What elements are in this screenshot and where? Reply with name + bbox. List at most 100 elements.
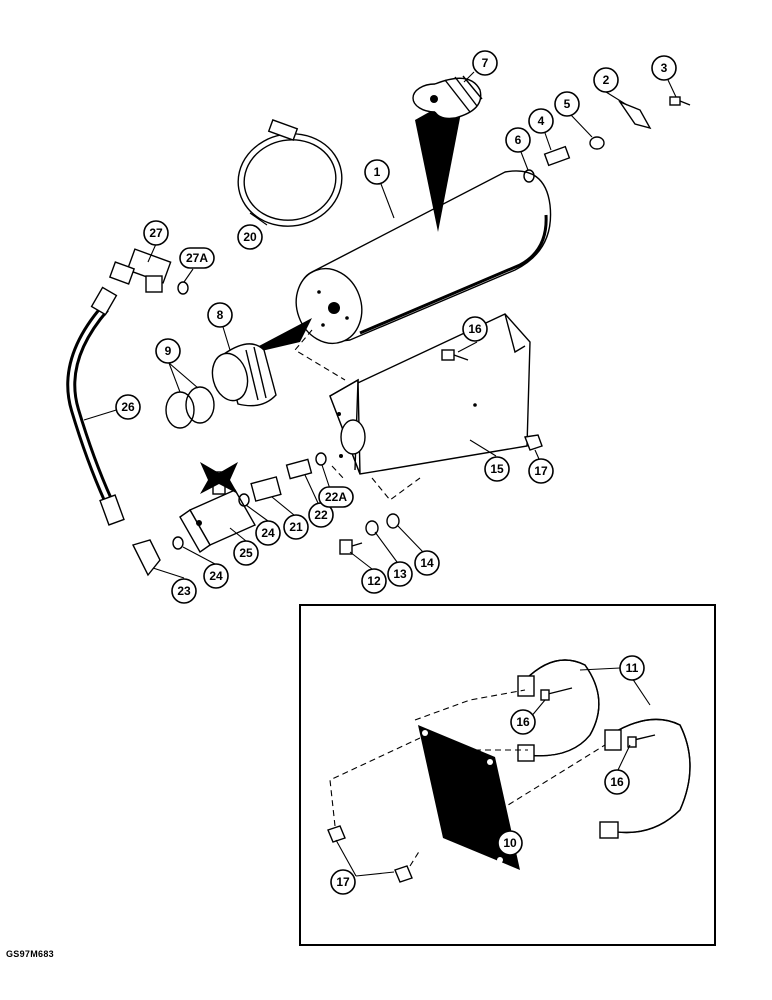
strap-clamp-lower <box>599 718 691 839</box>
callout-13: 13 <box>387 561 413 587</box>
washer-14 <box>386 513 400 529</box>
hose-clamp <box>237 119 343 227</box>
svg-text:9: 9 <box>165 344 172 358</box>
washer-24-upper <box>238 493 250 507</box>
elbow-23 <box>131 539 161 577</box>
svg-text:6: 6 <box>515 133 522 147</box>
bracket-2 <box>618 100 652 130</box>
callout-7: 7 <box>472 50 498 76</box>
inset-dash-3 <box>464 749 528 770</box>
end-cap-top <box>412 75 483 232</box>
alignment-line-bolt <box>371 477 421 501</box>
callout-27a-label: 27A <box>186 251 208 265</box>
callout-3: 3 <box>651 55 677 81</box>
reference-code: GS97M683 <box>6 949 54 959</box>
callout-5: 5 <box>554 91 580 117</box>
fitting-4 <box>543 145 571 167</box>
inset-dash-4 <box>499 744 606 811</box>
callout-25: 25 <box>233 540 259 566</box>
needle-valve <box>179 462 256 554</box>
svg-text:12: 12 <box>367 574 381 588</box>
nut-inset-1 <box>327 825 346 843</box>
alignment-line-fitting <box>331 465 346 481</box>
callout-27: 27 <box>143 220 169 246</box>
svg-text:20: 20 <box>243 230 257 244</box>
callout-15: 15 <box>484 456 510 482</box>
svg-text:16: 16 <box>468 322 482 336</box>
callout-9: 9 <box>155 338 181 364</box>
svg-text:17: 17 <box>534 464 548 478</box>
svg-text:5: 5 <box>564 97 571 111</box>
callout-1: 1 <box>364 159 390 185</box>
screw-3 <box>669 96 691 106</box>
callouts: 1 2 3 4 5 6 7 8 9 10 11 12 13 14 15 16 1… <box>115 50 677 895</box>
svg-text:13: 13 <box>393 567 407 581</box>
svg-text:16: 16 <box>610 775 624 789</box>
svg-text:11: 11 <box>626 661 639 675</box>
svg-text:17: 17 <box>336 875 350 889</box>
callout-14: 14 <box>414 550 440 576</box>
callout-2: 2 <box>593 67 619 93</box>
svg-text:26: 26 <box>121 400 135 414</box>
washer-13 <box>365 520 379 536</box>
o-rings <box>165 386 215 429</box>
svg-text:10: 10 <box>503 836 517 850</box>
callout-22a <box>318 486 354 508</box>
bolt-12 <box>339 539 363 555</box>
svg-text:24: 24 <box>261 526 275 540</box>
callout-12: 12 <box>361 568 387 594</box>
inset-frame <box>299 604 716 946</box>
nut-17 <box>524 434 543 451</box>
callout-22a-label: 22A <box>325 490 347 504</box>
callout-17b: 17 <box>330 869 356 895</box>
callout-16c: 16 <box>604 769 630 795</box>
callout-4: 4 <box>528 108 554 134</box>
callout-21: 21 <box>283 514 309 540</box>
svg-text:2: 2 <box>603 73 610 87</box>
washer-24-lower <box>172 536 184 550</box>
inset-dash-2 <box>414 689 526 721</box>
inset-dash-1 <box>329 737 421 827</box>
svg-text:16: 16 <box>516 715 530 729</box>
svg-text:3: 3 <box>661 61 668 75</box>
svg-text:27: 27 <box>149 226 163 240</box>
washer-22a <box>315 452 327 466</box>
callout-27a <box>179 247 215 269</box>
callout-24b: 24 <box>203 563 229 589</box>
callout-16a: 16 <box>462 316 488 342</box>
callout-26: 26 <box>115 394 141 420</box>
callout-23: 23 <box>171 578 197 604</box>
svg-text:22: 22 <box>314 508 328 522</box>
cylinder-tank <box>295 170 552 345</box>
tee-fitting <box>108 248 189 295</box>
svg-text:15: 15 <box>490 462 504 476</box>
callout-6: 6 <box>505 127 531 153</box>
callout-22: 22 <box>308 502 334 528</box>
hydraulic-hose <box>66 286 125 526</box>
callout-17a: 17 <box>528 458 554 484</box>
bolt-16 <box>441 349 469 361</box>
end-cap-bottom <box>211 318 312 407</box>
mounting-bracket <box>329 313 531 475</box>
washer-6 <box>523 169 535 183</box>
svg-text:25: 25 <box>239 546 253 560</box>
svg-text:7: 7 <box>482 56 489 70</box>
svg-text:21: 21 <box>289 520 303 534</box>
nut-5 <box>589 136 605 150</box>
callout-10: 10 <box>497 830 523 856</box>
alignment-line-cylinder <box>294 329 346 381</box>
callout-8: 8 <box>207 302 233 328</box>
svg-text:23: 23 <box>177 584 191 598</box>
callout-11a: 11 <box>619 655 645 681</box>
svg-text:8: 8 <box>217 308 224 322</box>
callout-16b: 16 <box>510 709 536 735</box>
callout-24a: 24 <box>255 520 281 546</box>
fitting-22 <box>285 458 313 480</box>
svg-text:4: 4 <box>538 114 545 128</box>
callout-20: 20 <box>237 224 263 250</box>
inset-dash-5 <box>409 849 421 867</box>
fitting-21 <box>250 476 282 502</box>
svg-text:24: 24 <box>209 569 223 583</box>
inset-leader-lines <box>335 667 651 877</box>
